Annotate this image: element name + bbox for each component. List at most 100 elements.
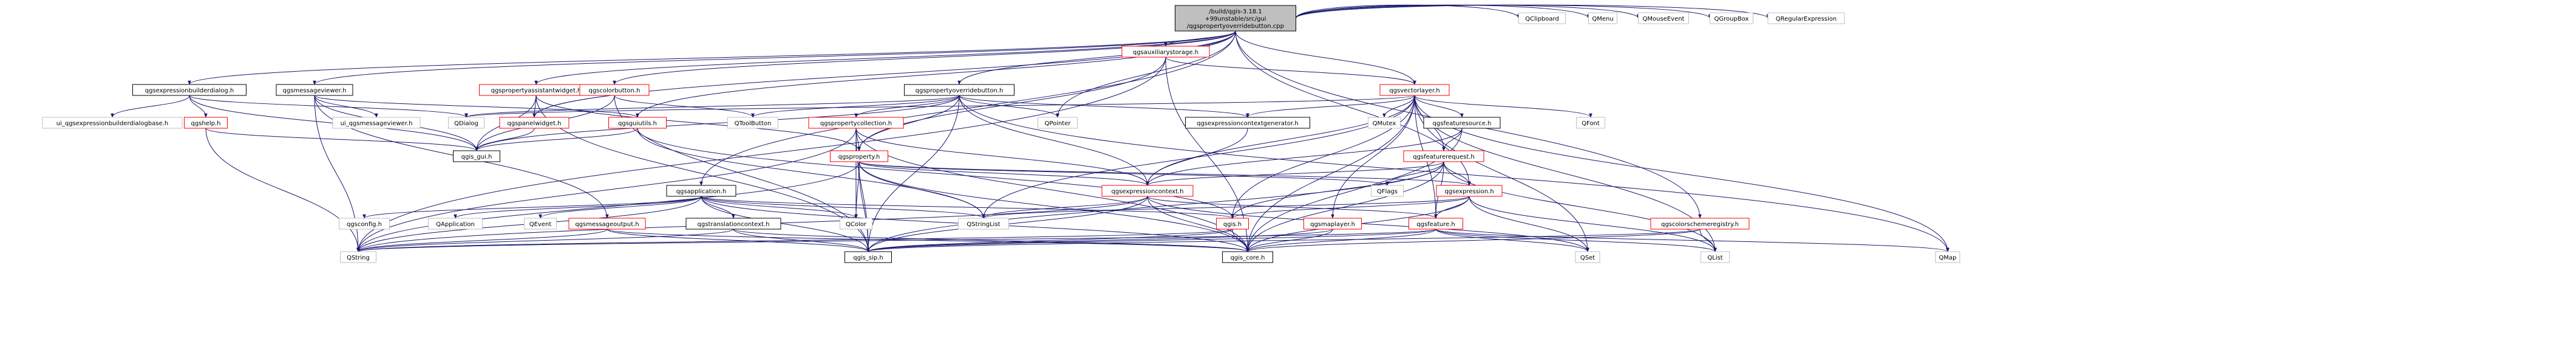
node-box [685, 218, 781, 230]
node-box [1518, 12, 1566, 24]
node-label: QEvent [529, 221, 552, 228]
node-qgsmaplayer[interactable]: qgsmaplayer.h [1303, 218, 1362, 230]
edge-qgsvectorlayer-to-qmutex [1382, 95, 1415, 118]
node-qgsfeaturesource[interactable]: qgsfeaturesource.h [1423, 117, 1501, 129]
edge-qgis-to-qstring [356, 229, 1233, 252]
edge-qgsexpressioncontext-to-qgis_core [1147, 196, 1249, 252]
node-qgspropertyoverridebutton[interactable]: qgspropertyoverridebutton.h [904, 84, 1014, 96]
node-box [1175, 5, 1296, 32]
node-qgsapplication[interactable]: qgsapplication.h [666, 185, 736, 197]
node-qclipboard: QClipboard [1518, 12, 1566, 24]
edge-qgsexpressioncontext-to-qstringlist [982, 196, 1148, 219]
node-box [184, 117, 228, 129]
edge-qgsapplication-to-qapplication [454, 196, 702, 219]
node-qgsmessageoutput[interactable]: qgsmessageoutput.h [568, 218, 646, 230]
edge-qgsproperty-to-qflags [858, 161, 1389, 186]
node-label: qgspanelwidget.h [508, 120, 562, 127]
node-label: QStringList [967, 221, 1000, 228]
node-label: qgsapplication.h [676, 188, 727, 195]
edge-qgsfeature-to-qgis_core [1246, 229, 1436, 252]
node-qgspropertyassistantwidget[interactable]: qgspropertyassistantwidget.h [479, 84, 593, 96]
node-label: qgis.h [1223, 221, 1242, 228]
node-qgsexpressioncontextgenerator[interactable]: qgsexpressioncontextgenerator.h [1185, 117, 1310, 129]
edge-qgsguiutils-to-qgis [637, 128, 1234, 219]
node-qfont: QFont [1576, 117, 1605, 129]
edge-qgsmessageoutput-to-qgis_core [607, 229, 1249, 252]
node-box [1701, 251, 1730, 263]
node-qgsexpressioncontext[interactable]: qgsexpressioncontext.h [1101, 185, 1194, 197]
node-qgsvectorlayer[interactable]: qgsvectorlayer.h [1379, 84, 1450, 96]
node-qgscolorbutton[interactable]: qgscolorbutton.h [579, 84, 650, 96]
edge-qgspropertyoverridebutton-to-qgis_sip [866, 95, 960, 252]
node-box [1303, 218, 1362, 230]
node-root[interactable]: /build/qgis-3.18.1+99unstable/src/gui/qg… [1175, 5, 1296, 32]
node-box [448, 117, 484, 129]
edge-qgis-to-qgis_sip [866, 229, 1233, 252]
edge-qgis-to-qgis_core [1232, 229, 1249, 252]
node-qgspropertycollection[interactable]: qgspropertycollection.h [808, 117, 904, 129]
edge-root-to-qgspropertyassistantwidget [534, 30, 1236, 85]
node-qgsexpression[interactable]: qgsexpression.h [1436, 185, 1503, 197]
edge-qgsfeature-to-qmap [1435, 229, 1949, 252]
edge-qgsexpressionbuilderdialog-to-ui_qgsexpressionbuilderdialogbase [110, 95, 190, 118]
node-qgs_gui[interactable]: qgis_gui.h [453, 150, 500, 162]
node-qpointer: QPointer [1038, 117, 1078, 129]
node-qgsexpressionbuilderdialog[interactable]: qgsexpressionbuilderdialog.h [132, 84, 246, 96]
nodes-layer: /build/qgis-3.18.1+99unstable/src/gui/qg… [42, 5, 1960, 263]
node-label: qgsmessageoutput.h [575, 221, 639, 228]
node-qgsguiutils[interactable]: qgsguiutils.h [608, 117, 667, 129]
node-label: QFont [1582, 120, 1600, 127]
node-box [1638, 12, 1689, 24]
node-box [499, 117, 569, 129]
node-qgsmessageviewer[interactable]: qgsmessageviewer.h [276, 84, 353, 96]
node-box [1371, 185, 1404, 197]
node-label: QMouseEvent [1643, 16, 1685, 22]
node-qset: QSet [1575, 251, 1600, 263]
node-box [666, 185, 736, 197]
edge-qgsvectorlayer-to-qdialog [464, 95, 1415, 118]
edge-qgspropertyoverridebutton-to-qgsexpressioncontext [959, 95, 1149, 186]
node-qgsauxiliarystorage[interactable]: qgsauxiliarystorage.h [1121, 46, 1210, 58]
node-qgshelp[interactable]: qgshelp.h [184, 117, 228, 129]
node-label: QMenu [1592, 16, 1613, 22]
node-qgsconfig: qgsconfig.h [339, 218, 390, 230]
edge-qgsapplication-to-qstringlist [701, 196, 985, 219]
node-label: qgsguiutils.h [618, 120, 657, 127]
node-label: QSet [1580, 255, 1595, 261]
node-label: qgsfeaturesource.h [1433, 120, 1492, 127]
edge-qgscolorbutton-to-qtoolbutton [614, 95, 755, 118]
node-box [132, 84, 246, 96]
edge-root-to-qgsvectorlayer [1235, 30, 1416, 85]
node-label: qgscolorschemeregistry.h [1661, 221, 1739, 228]
node-label: QRegularExpression [1776, 16, 1837, 22]
edge-qgspropertycollection-to-qstring [356, 128, 857, 252]
edge-qgsproperty-to-qgis_sip [858, 161, 870, 252]
node-qgis_sip[interactable]: qgis_sip.h [845, 251, 892, 263]
edge-qgsexpression-to-qset [1469, 196, 1589, 252]
node-box [453, 150, 500, 162]
node-qgspanelwidget[interactable]: qgspanelwidget.h [499, 117, 569, 129]
edge-qgsauxiliarystorage-to-qgsvectorlayer [1165, 57, 1416, 85]
node-qgsfeaturerequest[interactable]: qgsfeaturerequest.h [1403, 150, 1484, 162]
edge-qgsexpression-to-qstringlist [982, 196, 1470, 219]
node-box [1403, 150, 1484, 162]
node-label: QToolButton [735, 120, 772, 127]
node-label: qgsexpressionbuilderdialog.h [145, 88, 234, 94]
edge-qgsfeaturerequest-to-qlist [1443, 161, 1717, 252]
edge-qgsproperty-to-qgis_core [858, 161, 1249, 252]
node-qgsproperty[interactable]: qgsproperty.h [830, 150, 888, 162]
node-qgscolorschemeregistry[interactable]: qgscolorschemeregistry.h [1650, 218, 1750, 230]
node-qlist: QList [1701, 251, 1730, 263]
node-qgsfeature[interactable]: qgsfeature.h [1409, 218, 1463, 230]
node-qgstranslationcontext[interactable]: qgstranslationcontext.h [685, 218, 781, 230]
edge-qgsmessageviewer-to-qgsguiutils [314, 95, 639, 118]
edge-root-to-qpointer [1056, 30, 1236, 118]
edge-qgsvectorlayer-to-qstringlist [982, 95, 1415, 219]
edge-qgspropertyoverridebutton-to-qmap [959, 95, 1949, 252]
node-qgis[interactable]: qgis.h [1216, 218, 1249, 230]
node-box [1409, 218, 1463, 230]
edge-qgsexpressionbuilderdialog-to-qgshelp [189, 95, 208, 118]
node-box [1121, 46, 1210, 58]
node-qgis_core[interactable]: qgis_core.h [1222, 251, 1273, 263]
node-box [42, 117, 183, 129]
